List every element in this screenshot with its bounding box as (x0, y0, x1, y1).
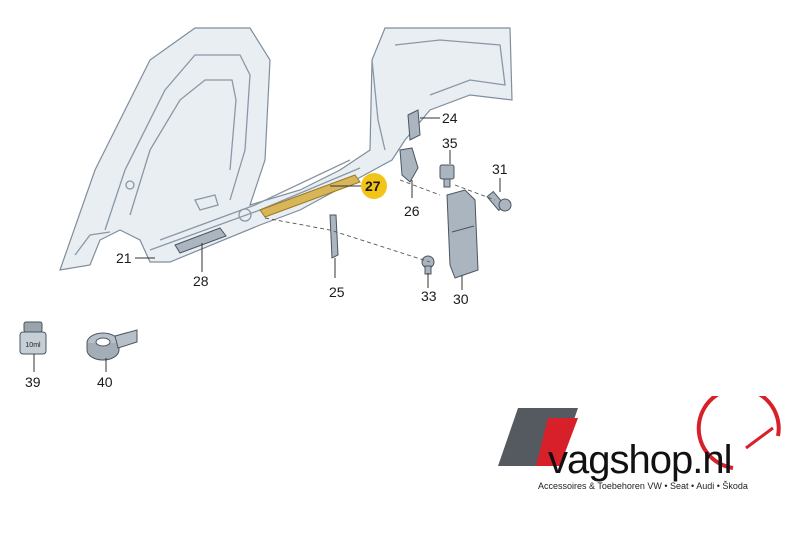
logo-needle (745, 426, 774, 450)
label-27: 27 (365, 178, 381, 194)
part-24-pad (407, 109, 440, 141)
part-28-sill-panel (174, 227, 227, 272)
logo-speedometer-arc (696, 396, 781, 470)
label-35: 35 (442, 135, 458, 151)
label-26: 26 (404, 203, 420, 219)
part-26-clip (399, 147, 419, 198)
logo-tagline: Accessoires & Toebehoren VW • Seat • Aud… (538, 481, 748, 491)
label-24: 24 (442, 110, 458, 126)
label-30: 30 (453, 291, 469, 307)
label-28: 28 (193, 273, 209, 289)
highlight-badge-27 (361, 173, 387, 199)
part-30-mud-flap (446, 189, 479, 290)
part-35-screw (439, 150, 455, 188)
vehicle-body-side (59, 27, 513, 271)
label-25: 25 (329, 284, 345, 300)
vagshop-logo (498, 396, 781, 470)
logo-red-shape (536, 418, 578, 466)
logo-wordmark: vagshop.nl (548, 438, 732, 482)
part-33-rivet (421, 255, 435, 288)
assembly-guide-lines (264, 179, 496, 263)
label-31: 31 (492, 161, 508, 177)
label-21: 21 (116, 250, 132, 266)
part-31-bolt (486, 178, 512, 212)
part-40-tape-roll (86, 329, 138, 372)
label-40: 40 (97, 374, 113, 390)
part-25-bracket (329, 214, 339, 278)
label-39: 39 (25, 374, 41, 390)
part-27-trim-strip (259, 174, 362, 218)
label-33: 33 (421, 288, 437, 304)
jar-volume-label: 10ml (25, 342, 41, 349)
part-39-sealant-jar (19, 321, 47, 372)
